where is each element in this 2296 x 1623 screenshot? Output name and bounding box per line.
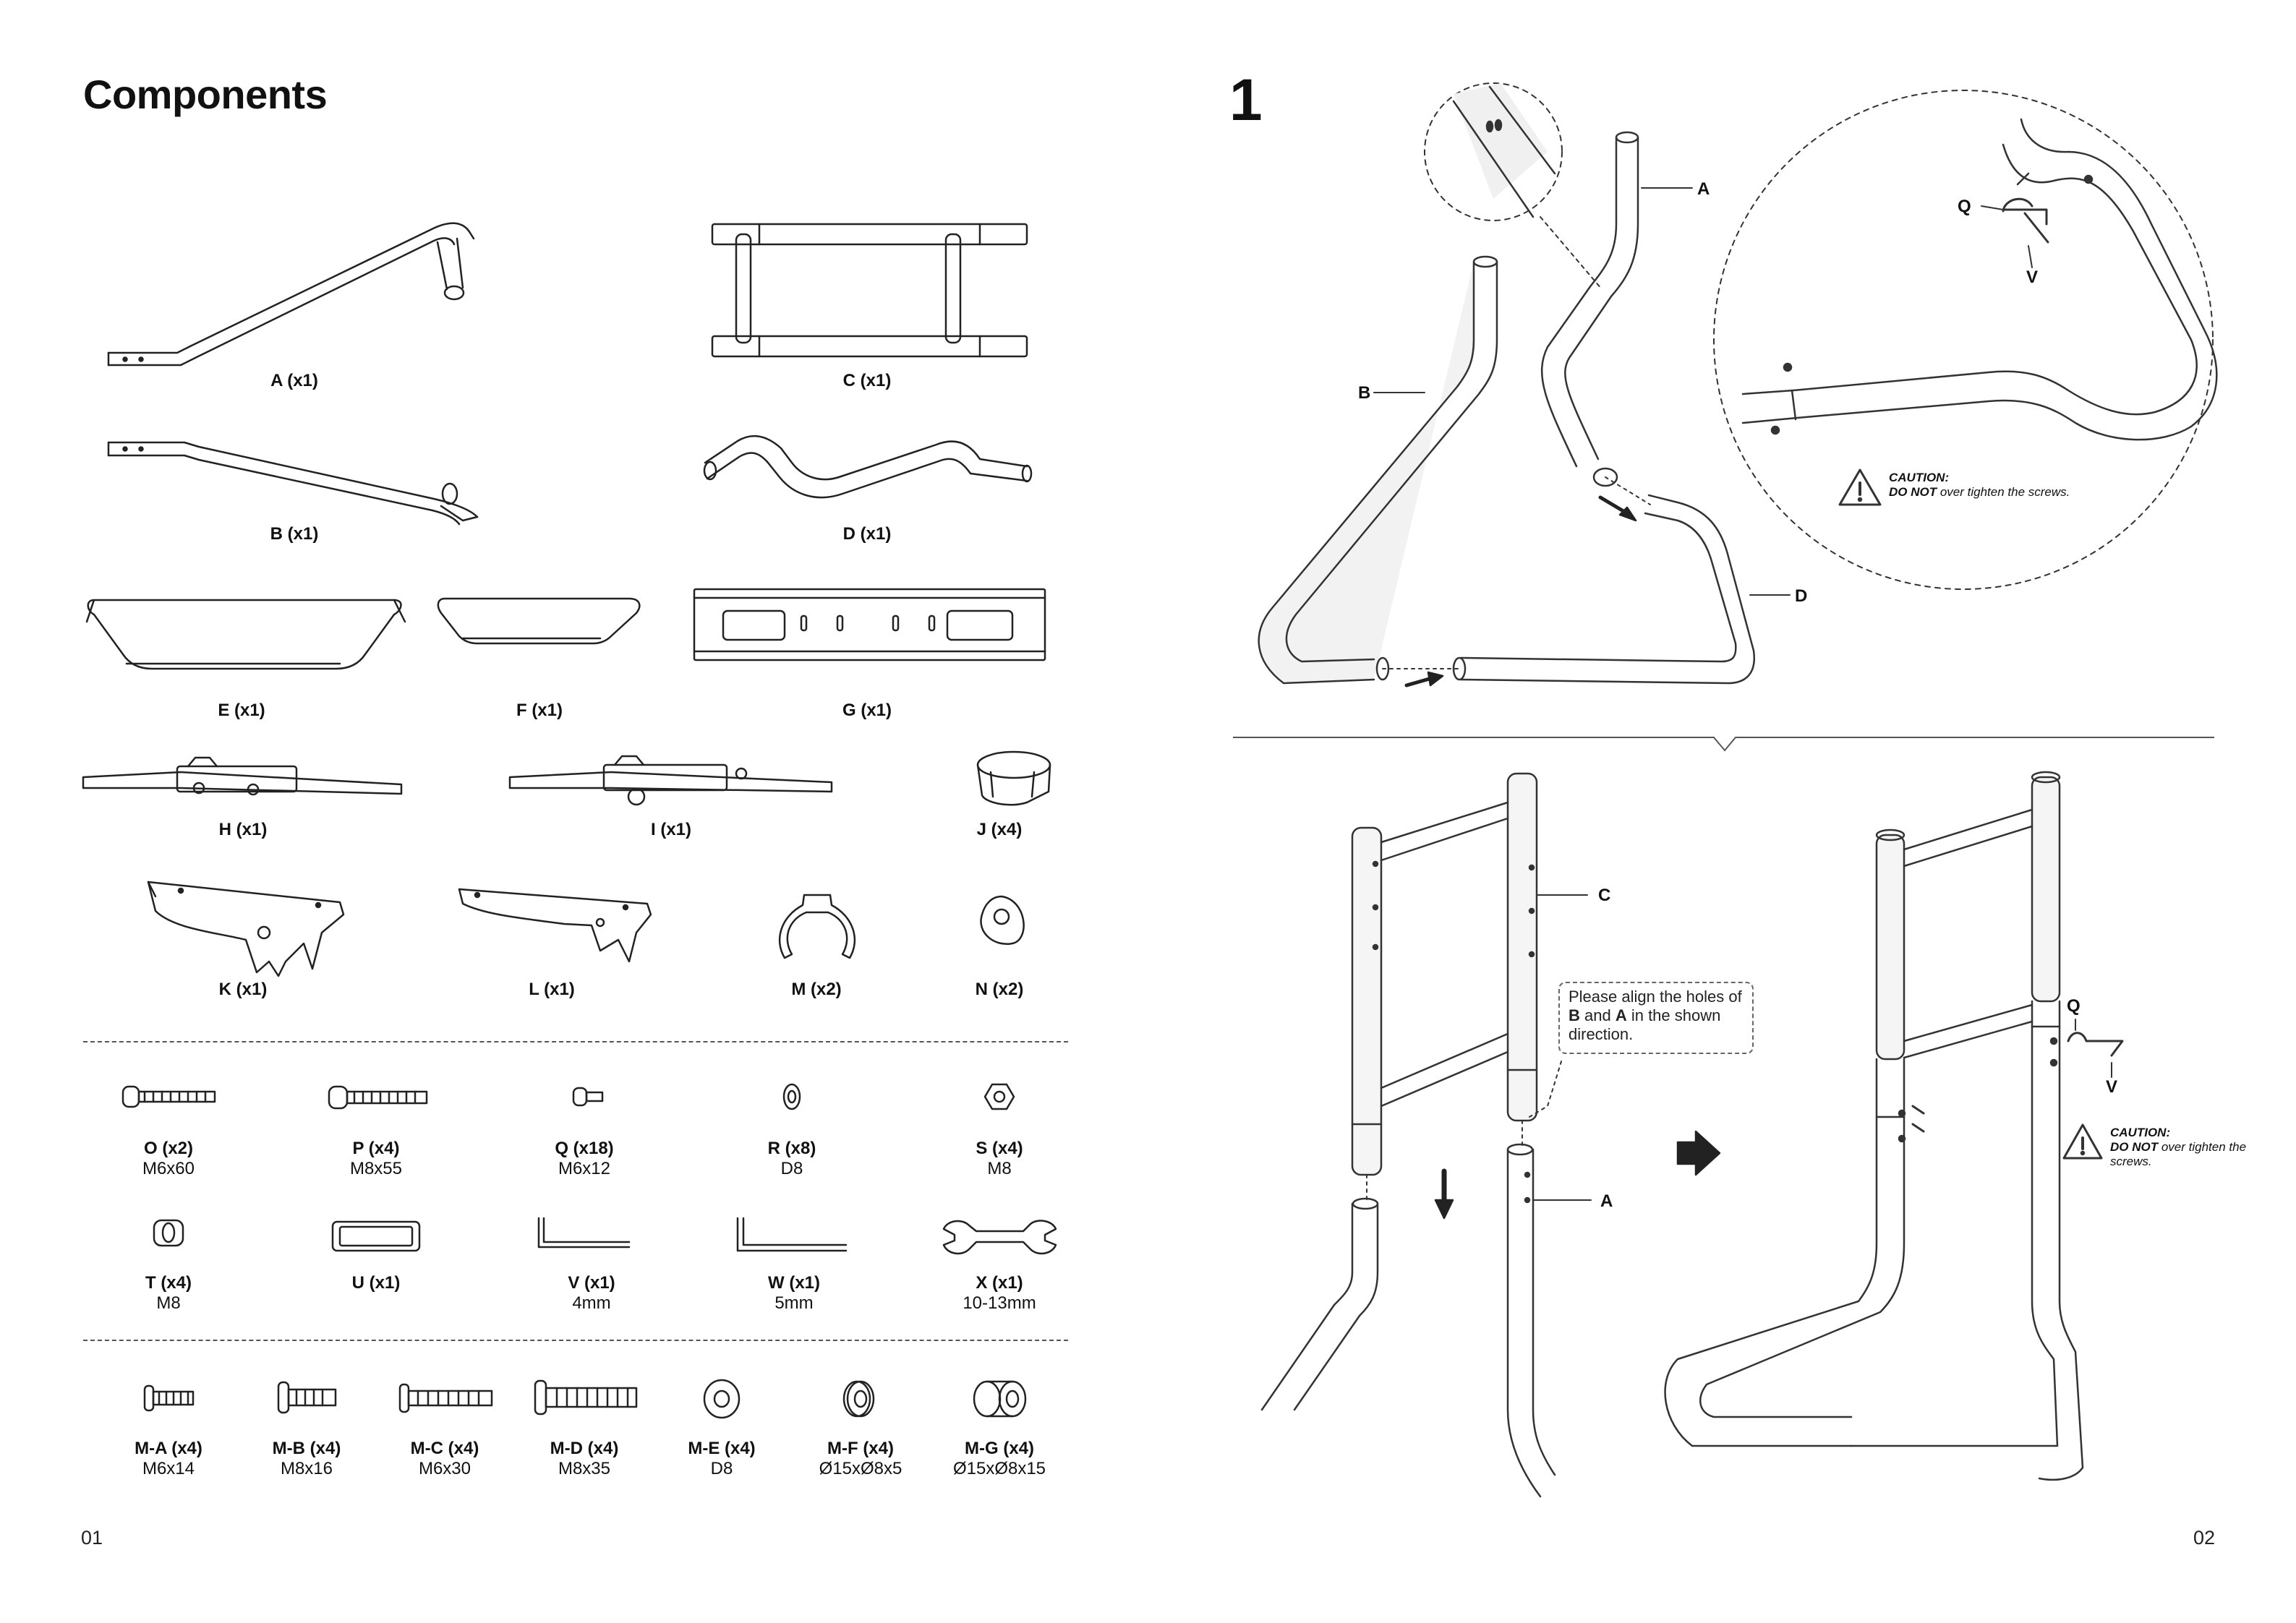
part-label-a: A (x1)	[270, 371, 318, 390]
screw-m-d-drawing	[534, 1379, 638, 1416]
page-number-right: 02	[2193, 1527, 2216, 1549]
caution-text-lower: CAUTION: DO NOT over tighten the screws.	[2110, 1126, 2247, 1168]
part-h-drawing	[82, 756, 403, 796]
part-g-drawing	[693, 588, 1046, 661]
bolt-o-drawing	[121, 1085, 216, 1108]
nut-s-drawing	[983, 1083, 1015, 1110]
caution-text: CAUTION: DO NOT over tighten the screws.	[1889, 471, 2070, 499]
hardware-label-p: P (x4)M8x55	[349, 1139, 403, 1178]
part-label-h: H (x1)	[218, 820, 268, 839]
detail-zoom-circle	[1424, 82, 1563, 221]
part-label-c: C (x1)	[842, 371, 892, 390]
part-e-drawing	[85, 599, 406, 670]
part-i-drawing	[508, 755, 833, 806]
hardware-label-o: O (x2)M6x60	[142, 1139, 195, 1178]
part-label-m: M (x2)	[791, 980, 842, 999]
arrow-icon	[1618, 506, 1637, 522]
bolt-p-drawing	[328, 1085, 428, 1110]
cap-nut-t-drawing	[153, 1219, 184, 1247]
screw-m-b-drawing	[277, 1381, 337, 1414]
hex-key-w-drawing	[736, 1217, 848, 1252]
callout-a-lower: A	[1600, 1191, 1613, 1211]
hardware-label-m-d: M-D (x4)M8x35	[550, 1439, 619, 1478]
hardware-label-m-a: M-A (x4)M6x14	[135, 1439, 202, 1478]
step1-c-frame-assembly	[1351, 772, 1538, 1176]
divider-dashed	[83, 1340, 1068, 1341]
part-m-drawing	[778, 894, 856, 959]
step1-exploded-frame	[1258, 131, 1756, 685]
callout-d: D	[1795, 586, 1808, 606]
wrench-x-drawing	[942, 1220, 1057, 1255]
part-b-drawing	[107, 441, 479, 526]
part-label-f: F (x1)	[516, 701, 563, 720]
part-d-drawing	[703, 435, 1033, 499]
part-c-drawing	[711, 223, 1028, 358]
divider-dashed	[83, 1041, 1068, 1042]
part-label-n: N (x2)	[975, 980, 1024, 999]
hardware-label-m-e: M-E (x4)D8	[688, 1439, 756, 1478]
screw-q-drawing	[572, 1087, 604, 1107]
washer-r-drawing	[782, 1083, 801, 1110]
screw-m-c-drawing	[398, 1383, 493, 1413]
part-n-drawing	[980, 895, 1025, 946]
spacer-m-g-drawing	[973, 1380, 1027, 1418]
part-label-e: E (x1)	[218, 701, 265, 720]
part-label-k: K (x1)	[218, 980, 268, 999]
right-arrow-icon	[1676, 1130, 1721, 1176]
callout-v-lower: V	[2106, 1077, 2118, 1097]
hardware-label-w: W (x1)5mm	[768, 1273, 820, 1313]
callout-c: C	[1598, 886, 1611, 905]
hardware-label-m-c: M-C (x4)M6x30	[410, 1439, 479, 1478]
tool-u-drawing	[331, 1220, 421, 1252]
screw-m-a-drawing	[143, 1384, 195, 1412]
callout-a: A	[1697, 179, 1710, 199]
detail-zoom-circle-large	[1713, 90, 2214, 590]
section-divider	[1233, 737, 2214, 752]
hex-key-v-drawing	[537, 1217, 631, 1249]
washer-m-e-drawing	[703, 1379, 741, 1419]
arrow-icon	[1427, 671, 1444, 687]
part-a-drawing	[107, 222, 475, 367]
hardware-label-u: U (x1)	[351, 1273, 401, 1293]
part-k-drawing	[147, 881, 345, 977]
part-label-l: L (x1)	[529, 980, 575, 999]
callout-b: B	[1358, 383, 1371, 403]
part-label-i: I (x1)	[650, 820, 691, 839]
alignment-note: Please align the holes of B and A in the…	[1558, 982, 1754, 1054]
part-label-d: D (x1)	[842, 524, 892, 544]
page-title: Components	[83, 72, 328, 117]
hardware-label-x: X (x1)10-13mm	[963, 1273, 1036, 1313]
hardware-label-m-g: M-G (x4)Ø15xØ8x15	[952, 1439, 1046, 1478]
part-l-drawing	[458, 888, 652, 963]
hardware-label-m-b: M-B (x4)M8x16	[272, 1439, 341, 1478]
spacer-m-f-drawing	[842, 1380, 875, 1418]
part-label-g: G (x1)	[842, 701, 892, 720]
hardware-label-r: R (x8)D8	[767, 1139, 816, 1178]
part-label-b: B (x1)	[270, 524, 319, 544]
hardware-label-m-f: M-F (x4)Ø15xØ8x5	[819, 1439, 902, 1478]
callout-q: Q	[1958, 197, 1971, 216]
part-j-drawing	[976, 750, 1051, 806]
part-label-j: J (x4)	[976, 820, 1023, 839]
step1-b-a-tubes	[1260, 1143, 1556, 1498]
hardware-label-t: T (x4)M8	[145, 1273, 192, 1313]
hardware-label-q: Q (x18)M6x12	[555, 1139, 614, 1178]
step-number: 1	[1229, 67, 1263, 133]
hardware-label-v: V (x1)4mm	[568, 1273, 615, 1313]
step1-assembled-frame	[1664, 771, 2084, 1481]
callout-q-lower: Q	[2067, 996, 2081, 1016]
part-f-drawing	[437, 597, 641, 645]
page-number-left: 01	[81, 1527, 103, 1549]
callout-v: V	[2026, 267, 2039, 287]
hardware-label-s: S (x4)M8	[976, 1139, 1023, 1178]
